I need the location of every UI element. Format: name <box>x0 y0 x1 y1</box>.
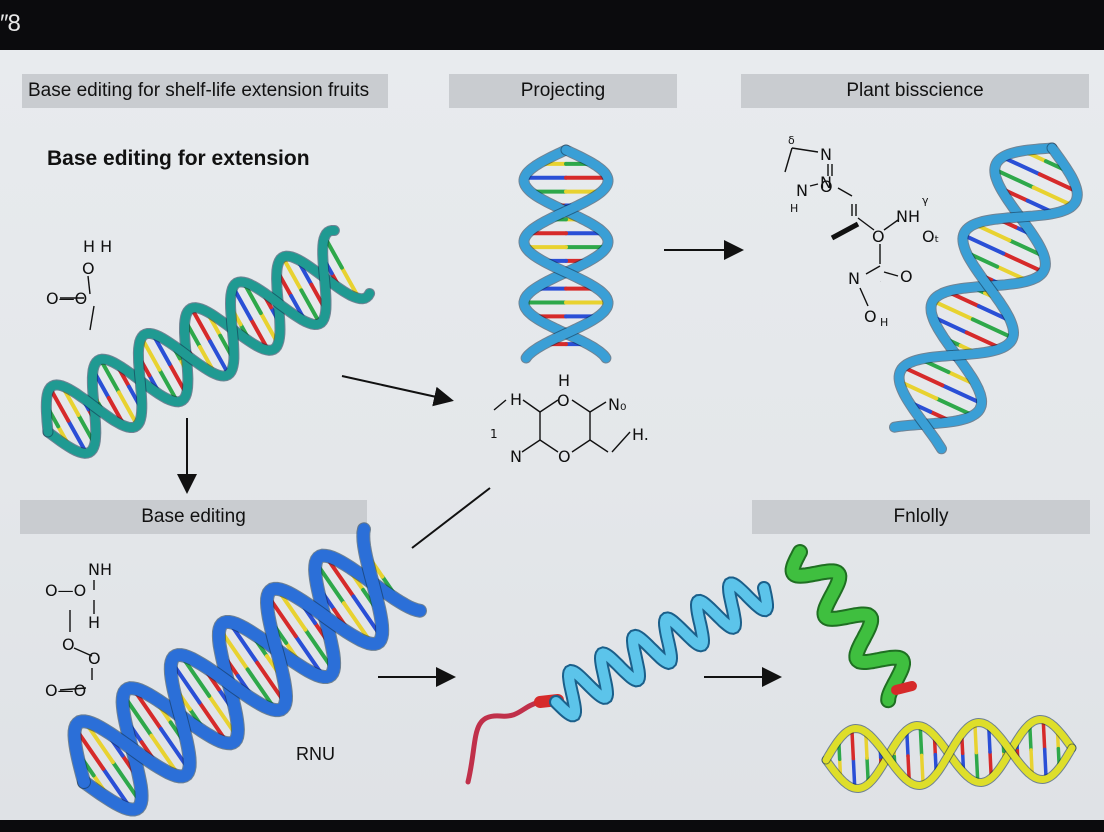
base-pair <box>919 753 925 787</box>
base-pair <box>970 317 1015 340</box>
backbone-strand <box>822 718 1076 790</box>
mol-c-o-top: O <box>557 391 570 410</box>
mol-c-h-right: H. <box>632 425 649 444</box>
mol-r-n3: N <box>796 181 808 200</box>
backbone-strand <box>890 143 1057 432</box>
base-pair <box>940 383 984 406</box>
backbone-strand <box>43 251 375 458</box>
mol-r-o4: O <box>880 281 881 283</box>
base-pair <box>1001 251 1046 274</box>
mol-r-h2: H <box>880 316 888 329</box>
mol-c-h-top: H <box>558 371 570 390</box>
mol-c-o-bottom: O <box>558 447 571 466</box>
mol-r-nh: NH <box>896 207 920 226</box>
base-pair <box>973 721 979 755</box>
diagonal-connector <box>411 487 491 549</box>
wedge-bond <box>830 221 860 241</box>
protein-helix-green <box>784 544 917 709</box>
helix-red-tip <box>891 681 917 695</box>
dna-helix-right <box>889 142 1083 455</box>
mol-r-h1: H <box>790 202 798 215</box>
helix-ribbon <box>786 546 909 707</box>
molecule-center <box>493 399 631 453</box>
mol-r-o5: O <box>864 307 877 326</box>
mol-r-o1: O <box>820 177 833 196</box>
backbone-strand <box>894 143 1082 454</box>
dna-helix-bottom-right <box>821 714 1077 794</box>
base-pair <box>1042 747 1048 781</box>
rnu-label: RNU <box>296 744 335 764</box>
header-mid-right: Fnlolly <box>752 500 1090 534</box>
base-pair <box>930 298 975 322</box>
mol-bl-o2: O <box>88 649 101 668</box>
mol-bl-h: H <box>88 613 100 632</box>
arrow-to-center-molecule <box>341 375 454 407</box>
section-subtitle: Base editing for extension <box>47 147 310 170</box>
rna-coil <box>551 578 772 721</box>
base-pair <box>1031 185 1075 208</box>
dna-helix-top-left <box>40 225 376 459</box>
molecule-top-left <box>60 275 95 331</box>
mol-r-n4: N <box>848 269 860 288</box>
base-pair <box>961 233 1006 256</box>
molecule-bottom-left <box>59 580 95 691</box>
base-pair <box>116 390 140 428</box>
header-top-left: Base editing for shelf-life extension fr… <box>22 74 388 108</box>
backbone-strand <box>41 226 339 437</box>
backbone-strand <box>519 145 613 363</box>
base-pair <box>299 288 322 326</box>
mol-bl-nh: NH <box>88 560 112 579</box>
corner-label: ″8 <box>0 10 21 37</box>
mol-tl-oo: O—O <box>46 289 87 308</box>
dna-helix-top-center <box>518 144 614 364</box>
header-mid-left: Base editing <box>20 500 367 534</box>
mol-c-h-left: H <box>510 390 522 409</box>
molecule-right <box>784 147 899 307</box>
mol-c-n-bottom: N <box>510 447 522 466</box>
base-pair <box>850 727 856 761</box>
header-top-right: Plant bisscience <box>741 74 1089 108</box>
base-pair <box>901 365 945 388</box>
backbone-strand <box>78 549 426 816</box>
rna-ribbon <box>465 576 774 785</box>
base-pair <box>851 756 857 790</box>
mol-bl-oo2: O—O <box>45 681 86 700</box>
mol-c-n-right: N₀ <box>608 395 626 414</box>
base-pair <box>1041 718 1047 752</box>
backbone-strand <box>519 145 613 363</box>
base-pair <box>208 339 231 377</box>
base-pair <box>98 357 121 395</box>
mol-r-o3: O <box>900 267 913 286</box>
base-pair <box>189 306 213 344</box>
base-pair <box>918 724 924 758</box>
mol-tl-hh: H H <box>83 237 112 256</box>
dna-helix-bottom-left <box>67 522 427 817</box>
header-top-center: Projecting <box>449 74 677 108</box>
mol-r-delta: δ <box>788 134 795 147</box>
mol-bl-o1: O <box>62 635 75 654</box>
mol-r-o2: O <box>872 227 885 246</box>
base-pair <box>992 167 1036 190</box>
mol-r-n2: N <box>820 173 832 192</box>
mol-tl-o: O <box>82 259 95 278</box>
backbone-strand <box>68 523 389 788</box>
bottom-bar <box>0 820 1104 832</box>
top-bar: ″8 <box>0 0 1104 50</box>
mol-bl-oo: O—O <box>45 581 86 600</box>
rna-tail <box>465 699 543 785</box>
mol-r-n1: N <box>820 145 832 164</box>
mol-c-one: 1 <box>490 427 498 441</box>
base-pair <box>280 255 304 293</box>
base-pair <box>974 750 980 784</box>
mol-r-ot: Oₜ <box>922 227 939 246</box>
mol-r-gamma: γ <box>922 194 929 207</box>
